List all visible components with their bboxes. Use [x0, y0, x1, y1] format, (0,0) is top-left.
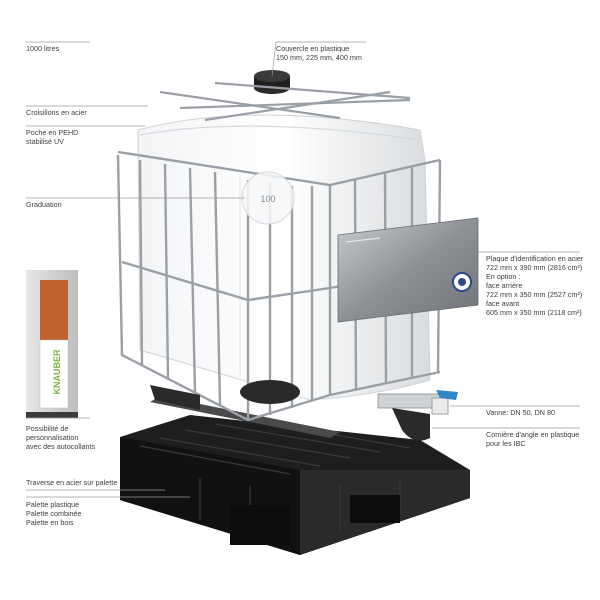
steel-cage [116, 150, 442, 422]
corner-label: Cornière d'angle en plastique pour les I… [486, 430, 580, 448]
valve [377, 390, 458, 415]
capacity-label: 1000 litres [26, 44, 60, 53]
lid-label: Couvercle en plastique 150 mm, 225 mm, 4… [276, 44, 362, 62]
valve-label: Vanne: DN 50, DN 80 [486, 408, 555, 417]
plastic-corner-piece [392, 408, 430, 441]
crossbars-label: Croisillons en acier [26, 108, 87, 117]
bladder-label: Poche en PEHD stabilisé UV [26, 128, 79, 146]
brand-sticker-text: KNAUBER [52, 349, 62, 395]
leader-lines [26, 41, 580, 498]
sticker-sample: KNAUBER [26, 270, 78, 418]
identification-plate [337, 217, 479, 323]
crossbeam-label: Traverse en acier sur palette [26, 478, 118, 487]
graduation-mark-text: 100 [260, 194, 275, 204]
pallet [120, 415, 470, 555]
graduation-label: Graduation [26, 200, 62, 209]
plate-label: Plaque d'identification en acier 722 mm … [486, 254, 584, 317]
pehd-bladder [137, 114, 431, 401]
steel-crossbars [159, 81, 411, 122]
cage-feet [150, 380, 300, 410]
pallet-label: Palette plastique Palette combinée Palet… [26, 500, 82, 527]
graduation-magnifier: 100 [241, 171, 295, 225]
stickers-label: Possibilité de personnalisation avec des… [26, 424, 96, 451]
